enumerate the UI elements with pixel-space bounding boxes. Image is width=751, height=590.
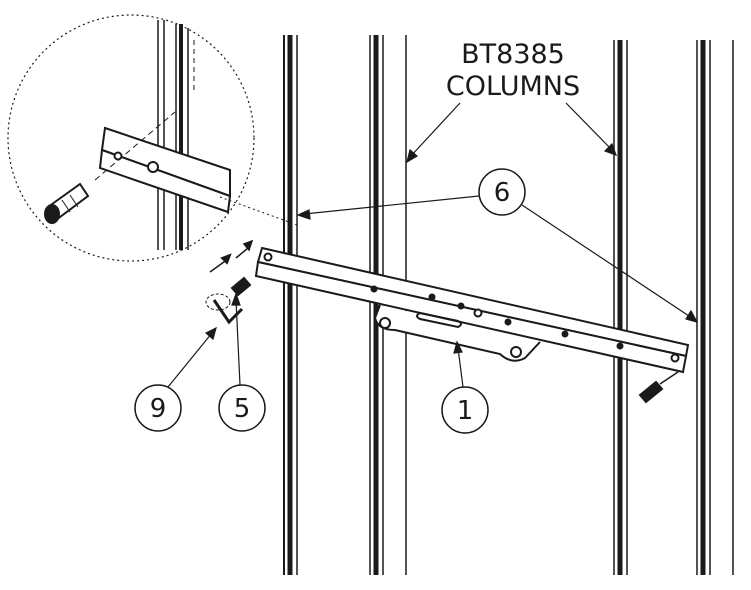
title-line-1: BT8385 bbox=[461, 39, 565, 70]
inset-leader bbox=[219, 196, 301, 227]
callout-9: 9 bbox=[134, 326, 217, 432]
callout-1-label: 1 bbox=[457, 396, 474, 426]
title-leaders bbox=[406, 102, 618, 164]
detail-inset bbox=[7, 14, 255, 262]
callout-5-label: 5 bbox=[234, 394, 251, 424]
hex-key bbox=[205, 293, 244, 325]
callout-1: 1 bbox=[441, 340, 489, 434]
callout-6-label: 6 bbox=[494, 178, 511, 208]
screw-right bbox=[638, 371, 679, 404]
inset-screw bbox=[44, 182, 90, 224]
direction-arrow bbox=[235, 239, 254, 259]
bracket-rail bbox=[254, 246, 690, 374]
title-line-2: COLUMNS bbox=[446, 71, 580, 102]
column-right bbox=[613, 40, 734, 575]
inset-bracket bbox=[98, 126, 232, 214]
callout-9-label: 9 bbox=[150, 394, 167, 424]
callout-6: 6 bbox=[296, 168, 699, 323]
callout-5: 5 bbox=[218, 292, 266, 432]
screw-left bbox=[209, 253, 252, 297]
